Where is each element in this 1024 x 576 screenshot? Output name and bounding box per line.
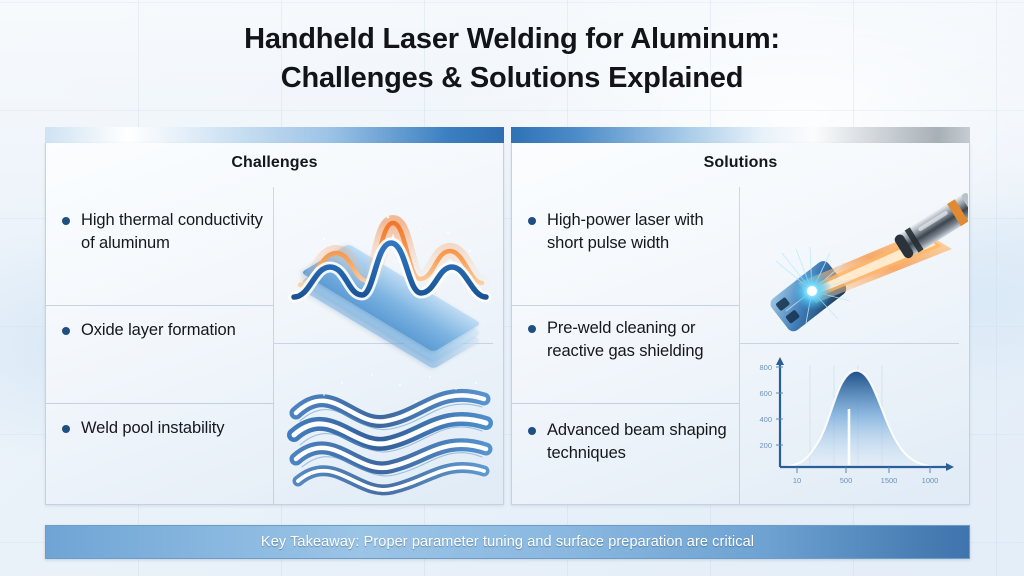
- chart-x-tick-1: 10: [793, 476, 801, 485]
- challenges-illustration-column: [273, 187, 503, 504]
- chart-x-tick-4: 1000: [922, 476, 939, 485]
- bullet-dot-icon: [62, 327, 70, 335]
- handheld-laser-welder-beam-illustration: [746, 191, 968, 341]
- challenges-panel: Challenges High thermal conductivity of …: [45, 127, 504, 505]
- page-title-line-1: Handheld Laser Welding for Aluminum:: [244, 23, 780, 55]
- list-item: High-power laser with short pulse width: [528, 209, 731, 254]
- solutions-divider-2: [512, 403, 739, 404]
- chart-y-tick-3: 400: [759, 415, 772, 424]
- list-item: High thermal conductivity of aluminum: [62, 209, 265, 254]
- solutions-illustration-column: 800 600 400 200 10 500 1500 1000: [739, 187, 969, 504]
- challenges-panel-header-bar: [45, 127, 504, 143]
- bullet-dot-icon: [62, 425, 70, 433]
- solutions-panel: Solutions High-power laser with short pu…: [511, 127, 970, 505]
- page-title-line-2: Challenges & Solutions Explained: [280, 61, 744, 94]
- challenges-bullet-3-label: Weld pool instability: [81, 419, 225, 437]
- chart-y-tick-4: 200: [759, 441, 772, 450]
- challenges-bullet-list: High thermal conductivity of aluminum Ox…: [46, 187, 273, 504]
- thermal-conductivity-wave-plate-illustration: [280, 193, 502, 370]
- chart-y-tick-1: 800: [759, 363, 772, 372]
- challenges-divider-1: [46, 305, 273, 306]
- list-item: Oxide layer formation: [62, 319, 265, 342]
- challenges-bullet-2-label: Oxide layer formation: [81, 321, 236, 339]
- list-item: Advanced beam shaping techniques: [528, 419, 731, 464]
- solutions-media-divider: [740, 343, 959, 344]
- solutions-bullet-3-label: Advanced beam shaping techniques: [547, 421, 727, 462]
- key-takeaway-banner: Key Takeaway: Proper parameter tuning an…: [45, 525, 970, 559]
- challenges-bullet-1-label: High thermal conductivity of aluminum: [81, 211, 263, 252]
- pulse-distribution-chart-illustration: 800 600 400 200 10 500 1500 1000: [750, 347, 962, 507]
- challenges-divider-2: [46, 403, 273, 404]
- challenges-panel-body: Challenges High thermal conductivity of …: [45, 143, 504, 505]
- list-item: Pre-weld cleaning or reactive gas shield…: [528, 317, 731, 362]
- list-item: Weld pool instability: [62, 417, 265, 440]
- chart-x-tick-3: 1500: [881, 476, 898, 485]
- solutions-panel-header-bar: [511, 127, 970, 143]
- bullet-dot-icon: [62, 217, 70, 225]
- solutions-heading: Solutions: [703, 154, 778, 171]
- solutions-panel-body: Solutions High-power laser with short pu…: [511, 143, 970, 505]
- challenges-heading: Challenges: [231, 154, 318, 171]
- weld-pool-instability-waves-illustration: [280, 355, 502, 515]
- page-title: Handheld Laser Welding for Aluminum: Cha…: [0, 20, 1024, 97]
- bullet-dot-icon: [528, 217, 536, 225]
- bullet-dot-icon: [528, 325, 536, 333]
- key-takeaway-text: Key Takeaway: Proper parameter tuning an…: [260, 534, 755, 550]
- solutions-bullet-2-label: Pre-weld cleaning or reactive gas shield…: [547, 319, 704, 360]
- chart-x-tick-2: 500: [840, 476, 853, 485]
- solutions-bullet-1-label: High-power laser with short pulse width: [547, 211, 704, 252]
- solutions-bullet-list: High-power laser with short pulse width …: [512, 187, 739, 504]
- challenges-media-divider: [274, 343, 493, 344]
- bullet-dot-icon: [528, 427, 536, 435]
- chart-y-tick-2: 600: [759, 389, 772, 398]
- solutions-divider-1: [512, 305, 739, 306]
